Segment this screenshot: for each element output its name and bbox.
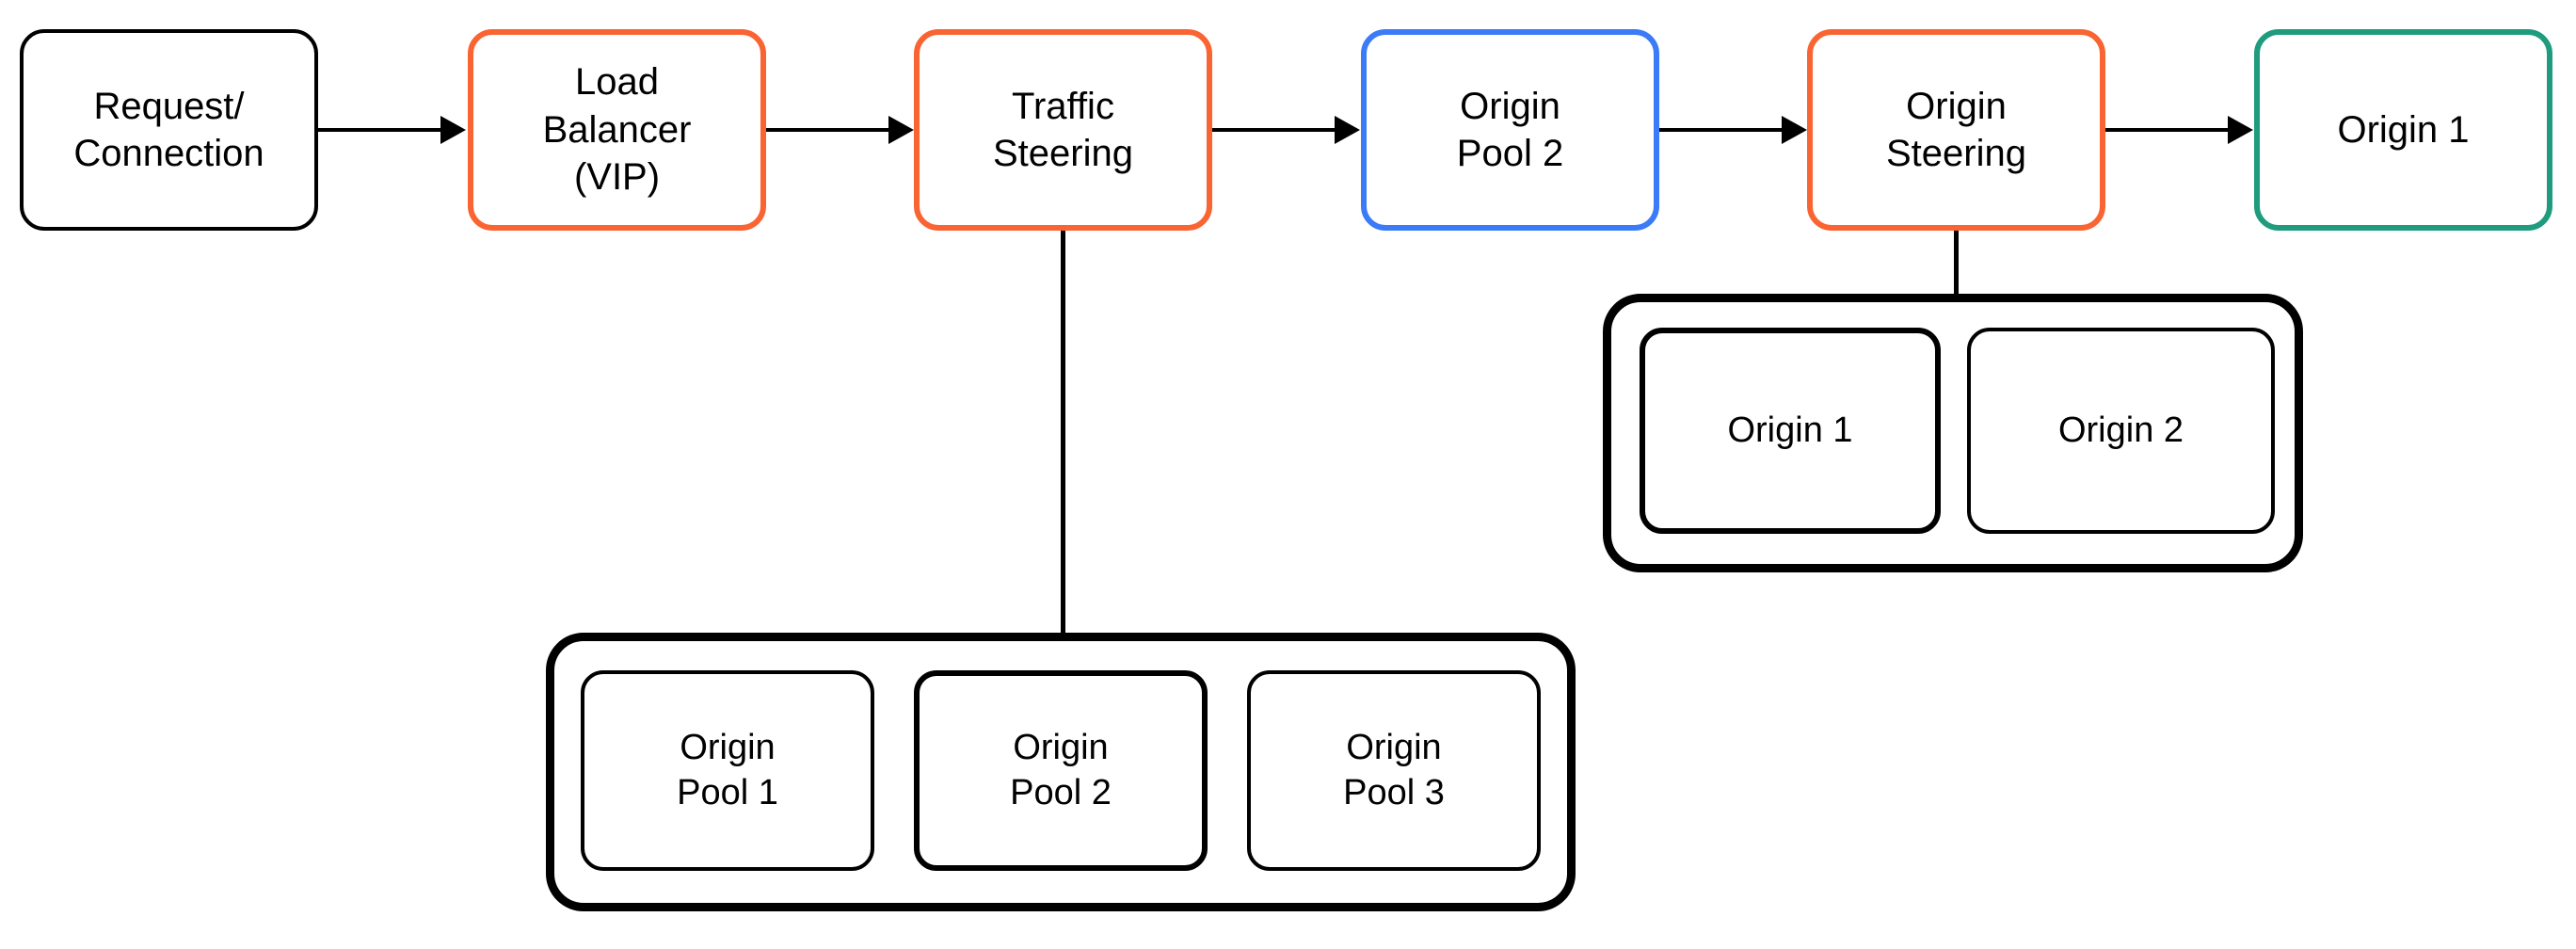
node-origin-steering[interactable]: Origin Steering [1807,29,2105,231]
group-item-origin-pool-1[interactable]: Origin Pool 1 [581,670,874,871]
group-item-origin-2[interactable]: Origin 2 [1967,328,2275,534]
group-item-origin-pool-3[interactable]: Origin Pool 3 [1247,670,1541,871]
connector-traffic-steering-to-origin-pool-2 [1212,128,1336,132]
connector-traffic-steering-to-pool-group [1061,229,1065,635]
arrowhead-load-balancer-to-traffic-steering [888,116,914,144]
connector-origin-steering-to-origin-group [1954,229,1959,297]
connector-load-balancer-to-traffic-steering [766,128,890,132]
connector-request-to-load-balancer [318,128,442,132]
node-traffic-steering[interactable]: Traffic Steering [914,29,1212,231]
node-origin-pool-2-selected[interactable]: Origin Pool 2 [1361,29,1659,231]
node-request-connection[interactable]: Request/ Connection [20,29,318,231]
connector-origin-pool-2-to-origin-steering [1659,128,1784,132]
node-load-balancer-vip[interactable]: Load Balancer (VIP) [468,29,766,231]
arrowhead-origin-steering-to-origin-1 [2228,116,2253,144]
arrowhead-traffic-steering-to-origin-pool-2 [1335,116,1360,144]
node-origin-1-selected[interactable]: Origin 1 [2254,29,2552,231]
arrowhead-origin-pool-2-to-origin-steering [1782,116,1807,144]
connector-origin-steering-to-origin-1 [2105,128,2230,132]
group-item-origin-pool-2[interactable]: Origin Pool 2 [914,670,1208,871]
group-item-origin-1[interactable]: Origin 1 [1640,328,1941,534]
arrowhead-request-to-load-balancer [440,116,466,144]
